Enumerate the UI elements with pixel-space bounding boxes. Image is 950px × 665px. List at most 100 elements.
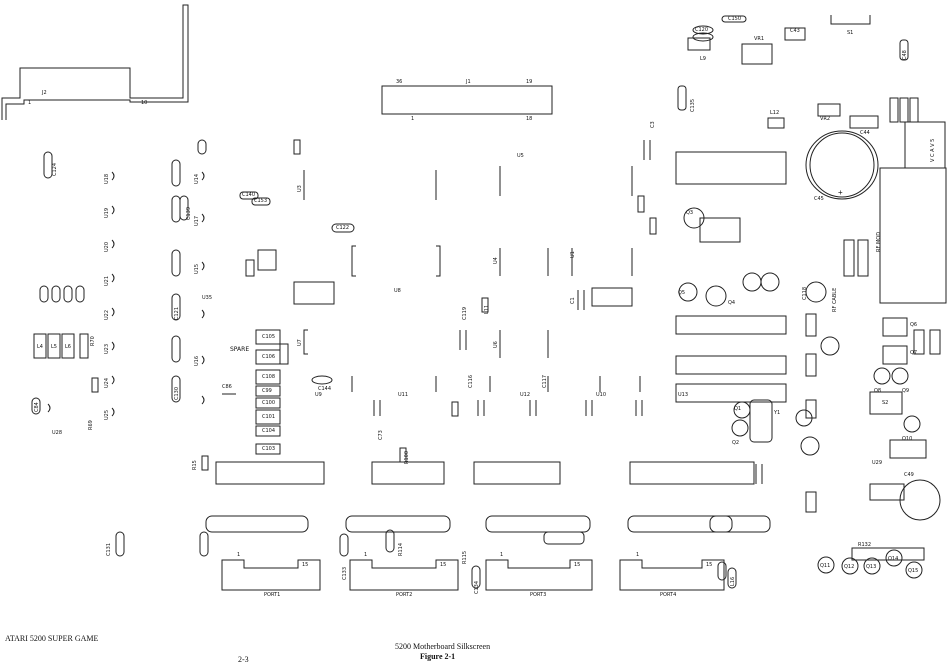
misc-port-caps — [115, 529, 727, 589]
l12-label: L12 — [770, 110, 780, 116]
footer-left-title: ATARI 5200 SUPER GAME — [5, 634, 99, 643]
j2-pin10: 10 — [141, 100, 148, 106]
c48-body — [899, 39, 909, 61]
u1-bracket — [571, 248, 633, 276]
u11-label: U11 — [398, 392, 409, 398]
r69-label: R69 — [88, 420, 94, 430]
q8-body — [873, 367, 891, 385]
u12-label: U12 — [520, 392, 531, 398]
vr1-box — [741, 43, 773, 65]
q11-label: Q11 — [820, 563, 831, 569]
port3-pin1: 1 — [500, 552, 504, 558]
u16-label: U16 — [194, 355, 200, 366]
l16-label: L16 — [730, 576, 736, 586]
q14-label: Q14 — [888, 556, 899, 562]
bottom-resistor-packs — [215, 461, 755, 485]
c153-label: C153 — [254, 198, 268, 204]
c150-label: C150 — [728, 16, 742, 22]
cap-column — [245, 249, 289, 455]
small-resistors — [91, 139, 657, 471]
q13-body — [863, 557, 881, 575]
port4-pin1: 1 — [636, 552, 640, 558]
q4-label: Q4 — [728, 300, 736, 306]
c49-label: C49 — [904, 472, 914, 478]
c43-box — [784, 27, 806, 41]
c100-left-label: R100 — [404, 450, 410, 464]
s1-label: S1 — [847, 30, 854, 36]
r15-label: R15 — [192, 460, 198, 470]
r114-label: R114 — [398, 542, 404, 556]
left-ics — [47, 171, 115, 417]
l16-body — [727, 567, 737, 589]
midleft-ics — [201, 171, 205, 405]
footer-caption: 5200 Motherboard Silkscreen — [395, 642, 491, 651]
c120-body — [692, 25, 714, 35]
vr1-label: VR1 — [754, 36, 765, 42]
j2-pin1: 1 — [28, 100, 32, 106]
port-cap-rows — [205, 515, 771, 545]
rf-cable-body-2 — [857, 239, 869, 277]
r70-label: R70 — [90, 336, 96, 346]
port1-pin1: 1 — [237, 552, 241, 558]
c134-label: C134 — [474, 580, 480, 594]
c139-label: C139 — [186, 206, 192, 220]
c135-label: C135 — [690, 98, 696, 112]
u6-label: U6 — [493, 341, 499, 348]
u6-bracket — [499, 330, 549, 358]
c44-box — [849, 115, 879, 129]
r132-label: R132 — [858, 542, 872, 548]
u4-bracket — [499, 248, 549, 276]
c116-label: C116 — [468, 374, 474, 388]
port4-pin15: 15 — [706, 562, 713, 568]
u10-label: U10 — [596, 392, 607, 398]
q7-label: Q7 — [910, 350, 918, 356]
r-stack-3 — [909, 97, 919, 123]
c45-label: C45 — [814, 196, 824, 202]
c45-plus: + — [838, 188, 843, 197]
j1-pin18: 18 — [526, 116, 533, 122]
c140-label: C140 — [242, 192, 256, 198]
q9-body — [891, 367, 909, 385]
c118-label: C118 — [802, 286, 808, 300]
l4-l6-boxes — [33, 333, 89, 359]
u35-label: U35 — [202, 295, 213, 301]
mid-arrays — [293, 151, 787, 403]
c84-label: C84 — [34, 402, 40, 412]
rf-mod-label: RF MOD — [876, 231, 882, 252]
left-caps — [31, 139, 207, 415]
port3-label: PORT3 — [530, 592, 547, 598]
c103-label: C103 — [262, 446, 276, 452]
u9-label: U9 — [315, 392, 322, 398]
u7-label: U7 — [297, 339, 303, 346]
c1-label: C1 — [570, 297, 576, 304]
port3-outline — [485, 559, 593, 591]
port2-label: PORT2 — [396, 592, 413, 598]
u11-bracket — [351, 376, 437, 392]
rf-mod-top — [904, 121, 946, 168]
c30-body — [692, 32, 714, 42]
port4-outline — [619, 559, 725, 591]
r-stack-1 — [889, 97, 899, 123]
c122-label: C122 — [336, 225, 350, 231]
vr2-box — [817, 103, 841, 117]
c144-label: C144 — [318, 386, 332, 392]
c150-body — [721, 15, 747, 23]
port2-outline — [349, 559, 459, 591]
horizontal-caps — [222, 191, 355, 395]
q14-body — [885, 549, 903, 567]
ic-outlines — [303, 166, 641, 392]
ports — [221, 559, 725, 591]
c101-label: C101 — [262, 414, 276, 420]
cap-pairs — [373, 140, 763, 484]
c44-label: C44 — [860, 130, 870, 136]
u19-label: U19 — [104, 207, 110, 218]
footer-figure: Figure 2-1 — [420, 652, 456, 661]
c120-label: C120 — [695, 27, 709, 33]
port2-pin1: 1 — [364, 552, 368, 558]
u12-bracket — [489, 376, 549, 392]
q1-label: Q1 — [734, 406, 742, 412]
q9-label: Q9 — [902, 388, 910, 394]
l6-label: L6 — [65, 344, 71, 350]
c130-label: C130 — [174, 386, 180, 400]
